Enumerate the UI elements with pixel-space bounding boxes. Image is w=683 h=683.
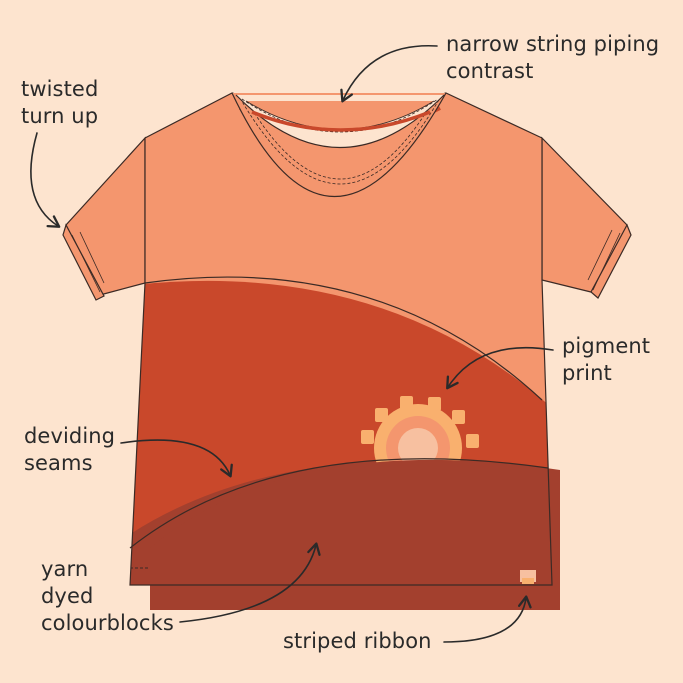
seams-arrow: [120, 439, 233, 478]
neckline-piping: [231, 92, 447, 198]
left-sleeve: [62, 136, 146, 301]
callout-pigment-line-1: pigment: [562, 334, 651, 358]
callout-seams: deviding seams: [24, 423, 115, 477]
callout-yarn-line-2: dyed: [41, 584, 94, 608]
turnup-arrow: [30, 132, 61, 228]
yarn-arrow: [179, 542, 321, 623]
pigment-print-sun: [150, 396, 560, 610]
callout-pigment: pigment print: [562, 333, 650, 387]
callout-turnup-line-2: turn up: [21, 104, 99, 128]
callout-piping-line-2: contrast: [446, 59, 534, 83]
ribbon-arrow: [443, 595, 532, 643]
callout-turnup-line-1: twisted: [21, 77, 99, 101]
callout-ribbon-line-1: striped ribbon: [283, 629, 432, 653]
callout-pigment-line-2: print: [562, 361, 612, 385]
pigment-arrow: [446, 346, 554, 390]
callout-turnup: twisted turn up: [21, 76, 98, 130]
callout-yarn: yarn dyed colourblocks: [41, 556, 174, 637]
lower-dividing-seam: [129, 458, 549, 549]
piping-arrow: [340, 44, 438, 103]
callout-piping: narrow string piping contrast: [446, 31, 659, 85]
striped-ribbon-tag: [520, 570, 536, 584]
callout-yarn-line-1: yarn: [41, 557, 89, 581]
callout-yarn-line-3: colourblocks: [41, 611, 174, 635]
right-sleeve: [541, 136, 632, 299]
callout-seams-line-1: deviding: [24, 424, 116, 448]
upper-dividing-seam: [144, 276, 543, 401]
callout-seams-line-2: seams: [24, 451, 93, 475]
callout-piping-line-1: narrow string piping: [446, 32, 660, 56]
callout-ribbon: striped ribbon: [283, 628, 432, 655]
